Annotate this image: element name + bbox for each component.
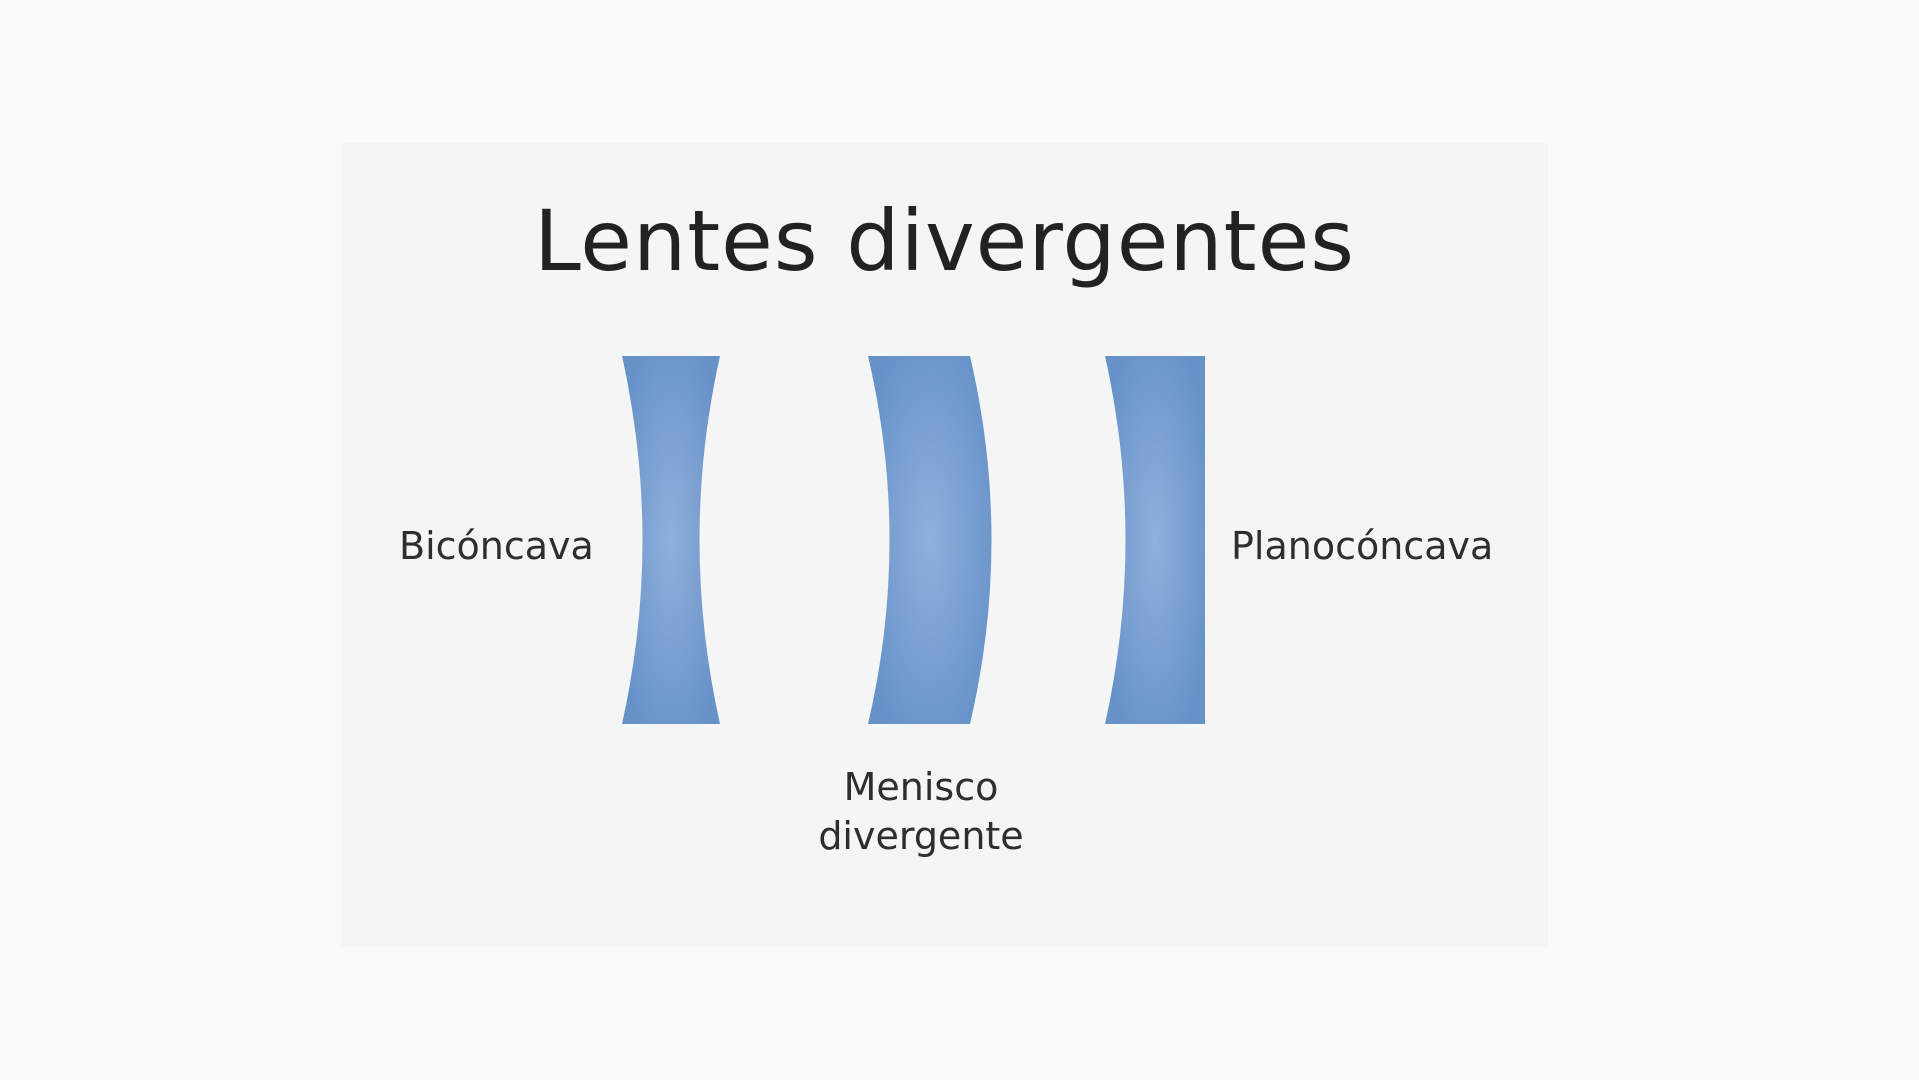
diagram-title: Lentes divergentes — [533, 192, 1356, 290]
lenses-illustration — [622, 356, 1205, 724]
meniscus-lens — [868, 356, 992, 724]
meniscus-label: Menisco divergente — [791, 763, 1051, 862]
meniscus-label-line1: Menisco — [843, 765, 999, 809]
planoconcave-lens — [1105, 356, 1205, 724]
planoconcave-label: Planocóncava — [1231, 524, 1494, 568]
biconcave-lens — [622, 356, 720, 724]
meniscus-label-line2: divergente — [818, 814, 1024, 859]
biconcave-label: Bicóncava — [399, 524, 594, 568]
figure-panel: Lentes divergentes Bicóncava Menisco div… — [341, 143, 1548, 946]
